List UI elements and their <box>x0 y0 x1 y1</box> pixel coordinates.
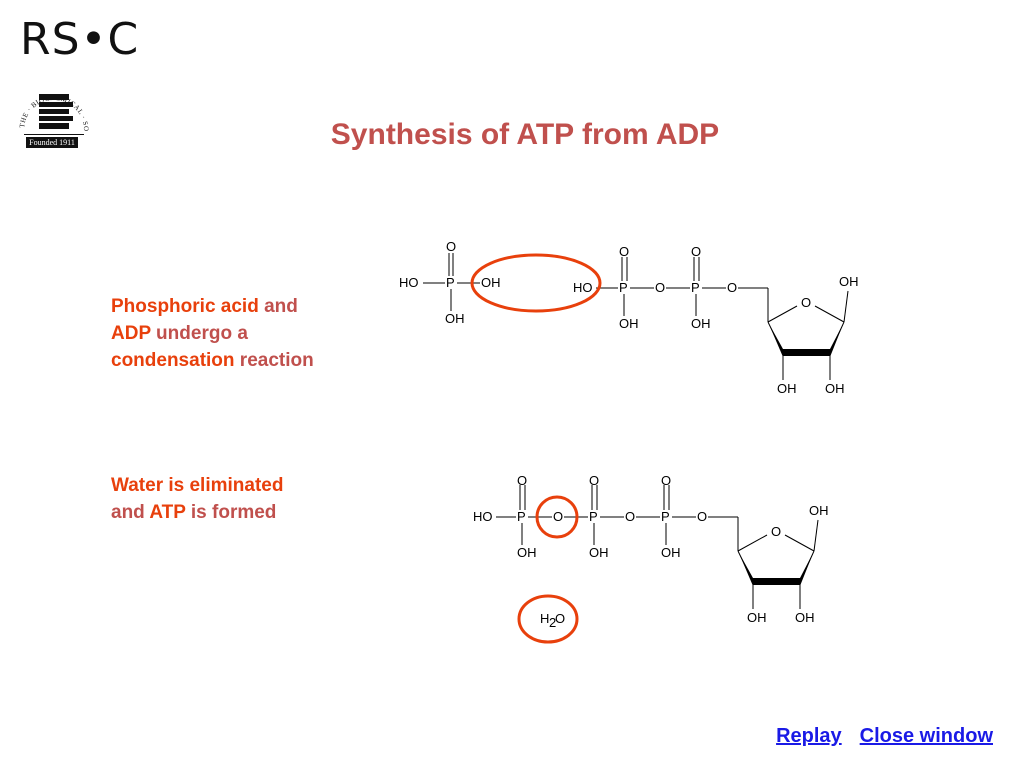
rsc-logo: RS•C <box>20 14 140 65</box>
atom-oh: OH <box>825 381 845 396</box>
condensation-term: condensation <box>111 350 235 371</box>
atom-oh: OH <box>619 316 639 331</box>
nav-links: Replay Close window <box>758 725 993 748</box>
replay-link[interactable]: Replay <box>776 725 842 747</box>
atp-term: ATP <box>149 502 186 523</box>
atom-oh: OH <box>481 275 501 290</box>
atom-oh: OH <box>777 381 797 396</box>
atom-o: O <box>697 509 707 524</box>
atom-o: O <box>801 295 811 310</box>
atom-p: P <box>691 280 700 295</box>
atom-ho: HO <box>399 275 419 290</box>
atom-p: P <box>661 509 670 524</box>
step1-reaction: reaction <box>234 350 314 371</box>
atom-oh: OH <box>839 274 859 289</box>
atom-oh: OH <box>661 545 681 560</box>
step2-caption: Water is eliminated and ATP is formed <box>111 472 283 526</box>
water-o: O <box>555 611 565 626</box>
atom-o: O <box>727 280 737 295</box>
atom-o: O <box>691 244 701 259</box>
atom-oh: OH <box>445 311 465 326</box>
new-bond-highlight-circle <box>535 495 579 539</box>
condensation-highlight-circle <box>470 253 602 313</box>
atom-oh: OH <box>795 610 815 625</box>
biochemical-society-logo: THE · BIOCHEMICAL · SOCIETY <box>14 72 90 135</box>
atom-p: P <box>517 509 526 524</box>
atom-o: O <box>771 524 781 539</box>
atom-o: O <box>517 473 527 488</box>
step1-undergo: undergo a <box>150 323 248 344</box>
adp-term: ADP <box>111 323 151 344</box>
atom-o: O <box>553 509 563 524</box>
step1-caption: Phosphoric acid and ADP undergo a conden… <box>111 293 314 374</box>
water-subscript: 2 <box>549 615 556 630</box>
step2-is-formed: is formed <box>185 502 277 523</box>
phosphoric-acid-term: Phosphoric acid <box>111 296 259 317</box>
atom-p: P <box>589 509 598 524</box>
atom-p: P <box>446 275 455 290</box>
founded-label: Founded 1911 <box>26 137 78 148</box>
atom-o: O <box>619 244 629 259</box>
atom-o: O <box>625 509 635 524</box>
close-window-link[interactable]: Close window <box>859 725 993 747</box>
step2-and: and <box>111 502 150 523</box>
step1-and: and <box>258 296 298 317</box>
water-highlight-circle <box>517 594 579 644</box>
atom-oh: OH <box>747 610 767 625</box>
atom-oh: OH <box>809 503 829 518</box>
atom-o: O <box>589 473 599 488</box>
atom-o: O <box>655 280 665 295</box>
page-title: Synthesis of ATP from ADP <box>330 118 720 151</box>
water-eliminated-term: Water is eliminated <box>111 475 284 496</box>
atom-oh: OH <box>517 545 537 560</box>
atom-o: O <box>446 239 456 254</box>
atom-o: O <box>661 473 671 488</box>
atom-oh: OH <box>589 545 609 560</box>
atom-ho: HO <box>573 280 593 295</box>
atom-p: P <box>619 280 628 295</box>
atom-oh: OH <box>691 316 711 331</box>
water-h: H <box>540 611 549 626</box>
atom-ho: HO <box>473 509 493 524</box>
